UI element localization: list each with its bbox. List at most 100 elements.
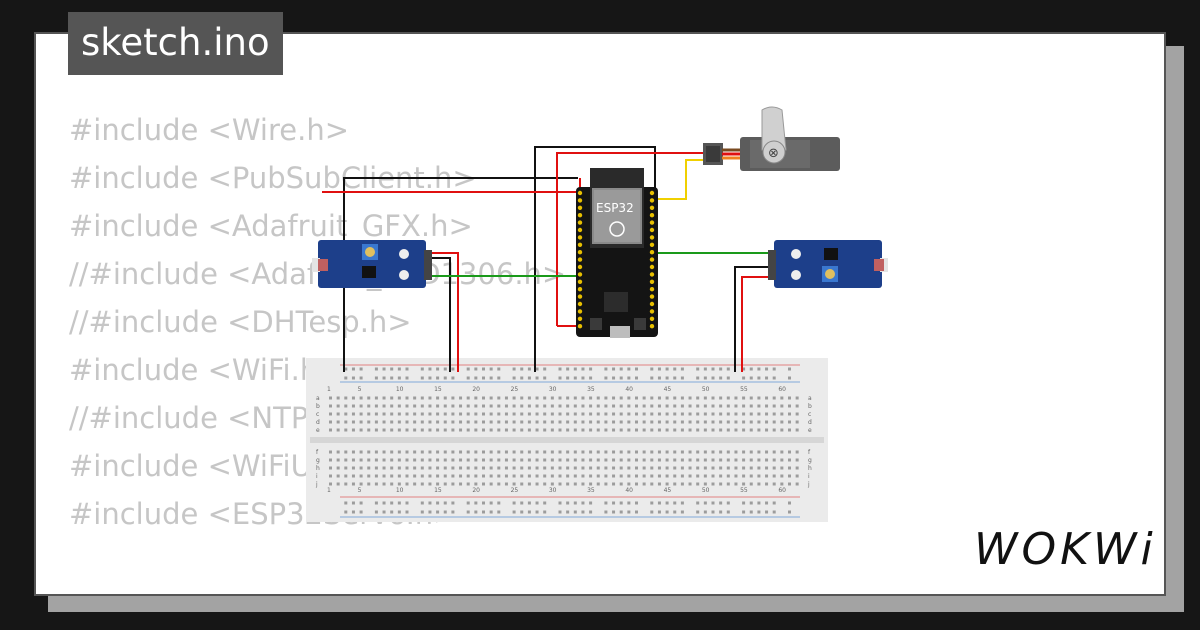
breadboard-hole [359,510,363,514]
breadboard-hole [581,376,585,380]
breadboard-hole [344,396,348,400]
breadboard-hole [650,396,654,400]
breadboard-hole [772,396,776,400]
breadboard-hole [780,450,784,454]
breadboard-hole [650,412,654,416]
breadboard-hole [329,404,332,408]
breadboard-hole [443,420,447,424]
esp32-pin [649,316,655,321]
breadboard-hole [558,396,562,400]
breadboard-hole [558,501,562,505]
breadboard-hole [742,482,746,486]
breadboard-hole [535,458,539,462]
breadboard-hole [405,376,409,380]
breadboard-hole [680,466,684,470]
breadboard-hole [734,466,738,470]
breadboard-hole [527,420,531,424]
breadboard-hole [596,466,600,470]
breadboard-hole [466,466,470,470]
breadboard-hole [589,404,593,408]
breadboard-hole [497,412,501,416]
breadboard-hole [612,396,616,400]
breadboard-hole [413,466,417,470]
breadboard-hole [420,510,424,514]
breadboard-hole [635,396,638,400]
breadboard-hole [742,428,746,432]
breadboard-hole [665,466,669,470]
breadboard-hole [589,458,593,462]
breadboard-row-letter: c [316,411,319,418]
breadboard-hole [589,420,593,424]
breadboard-hole [550,404,554,408]
breadboard-hole [420,396,424,400]
esp32-pin [649,235,655,240]
breadboard-hole [459,404,463,408]
breadboard-hole [466,482,470,486]
breadboard-hole [535,420,539,424]
breadboard-hole [359,376,363,380]
breadboard-hole [428,428,432,432]
breadboard-hole [543,428,547,432]
breadboard-row-letter: i [316,473,318,480]
breadboard-hole [428,450,432,454]
breadboard-hole [573,501,577,505]
code-line: //LDR pins [69,586,566,594]
breadboard-column-number: 35 [587,487,595,494]
breadboard-hole [390,404,394,408]
breadboard-hole [329,412,332,416]
breadboard-row-letter: f [316,449,319,456]
breadboard-hole [673,466,677,470]
breadboard-hole [680,428,684,432]
breadboard-hole [489,466,493,470]
servo-motor: ⊗ [703,106,840,171]
breadboard-hole [558,458,562,462]
breadboard-hole [719,450,723,454]
breadboard-hole [726,412,730,416]
breadboard-hole [489,376,493,380]
esp32-pin [577,235,583,240]
breadboard-hole [673,510,677,514]
breadboard-hole [520,396,524,400]
breadboard-hole [765,482,769,486]
breadboard-hole [512,466,516,470]
breadboard-hole [512,458,516,462]
breadboard-hole [436,510,440,514]
breadboard-hole [382,420,386,424]
breadboard-hole [566,474,570,478]
breadboard-hole [696,501,700,505]
breadboard-row-letter: j [807,481,810,488]
breadboard-hole [535,428,539,432]
breadboard-hole [397,450,401,454]
esp32-pin [649,309,655,314]
breadboard-hole [765,412,769,416]
breadboard-hole [543,376,547,380]
breadboard-hole [451,466,455,470]
breadboard-hole [596,450,600,454]
breadboard-hole [482,376,485,380]
breadboard-hole [512,412,516,416]
breadboard-hole [650,458,654,462]
breadboard-hole [451,428,455,432]
breadboard-hole [657,412,661,416]
breadboard-hole [665,458,669,462]
esp32-pin [577,257,583,262]
breadboard-hole [680,501,684,505]
breadboard-hole [543,458,547,462]
breadboard-hole [596,396,600,400]
breadboard-hole [657,474,661,478]
breadboard-hole [443,482,447,486]
breadboard-hole [459,482,463,486]
breadboard-hole [520,458,524,462]
breadboard-hole [367,420,371,424]
breadboard-hole [696,510,700,514]
breadboard-hole [573,482,577,486]
breadboard-hole [742,474,746,478]
breadboard-hole [719,458,723,462]
breadboard-hole [497,376,501,380]
breadboard-hole [696,428,700,432]
breadboard-hole [520,501,524,505]
file-tab[interactable]: sketch.ino [68,12,283,75]
breadboard-hole [436,412,440,416]
breadboard-hole [573,412,577,416]
breadboard-hole [635,510,638,514]
